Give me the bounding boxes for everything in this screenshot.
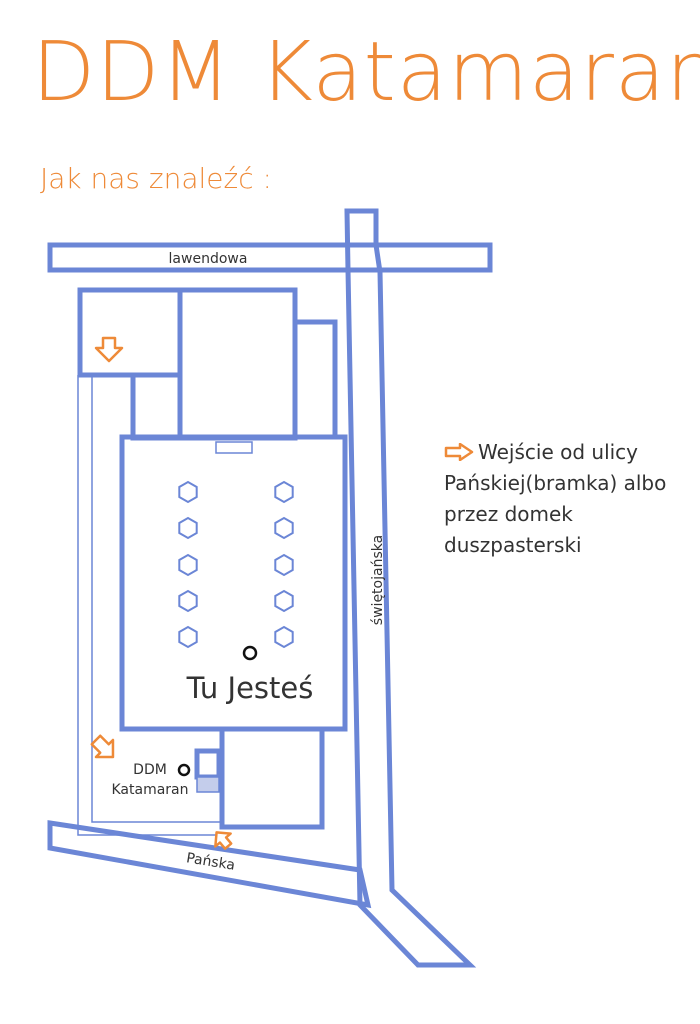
ddm-location-icon [177, 763, 191, 777]
arrow-down-icon [94, 336, 124, 363]
street-panska [47, 820, 372, 909]
building-northwest [77, 287, 183, 378]
building-north [177, 287, 298, 441]
hexagon-icon [178, 625, 198, 649]
you-are-here-label: Tu Jesteś [186, 671, 314, 705]
page-subtitle: Jak nas znaleźć : [40, 162, 272, 195]
courtyard-outline [77, 375, 222, 836]
page-title: DDM Katamaran [32, 25, 700, 120]
courtyard-inner-outline [91, 375, 222, 823]
building-northeast [292, 319, 338, 440]
street-lawendowa [47, 242, 493, 273]
legend: Wejście od ulicy Pańskiej(bramka) albo p… [444, 437, 692, 561]
building-connector [130, 372, 183, 441]
hexagon-icon [178, 589, 198, 613]
street-swietojanska [344, 208, 477, 968]
altar [215, 441, 253, 454]
hexagon-icon [178, 553, 198, 577]
ddm-stairs [196, 776, 220, 793]
hexagon-icon [274, 480, 294, 504]
hexagon-icon [274, 516, 294, 540]
street-label-panska: Pańska [185, 850, 236, 873]
location-circle-icon [242, 645, 258, 661]
street-label-swietojanska: świętojańska [370, 535, 386, 625]
street-label-lawendowa: lawendowa [169, 251, 248, 267]
hexagon-icon [178, 516, 198, 540]
hexagon-icon [274, 553, 294, 577]
hexagon-icon [274, 589, 294, 613]
ddm-label-line2: Katamaran [111, 782, 188, 798]
building-southeast [219, 726, 325, 830]
hexagon-icon [178, 480, 198, 504]
legend-text: Wejście od ulicy Pańskiej(bramka) albo p… [444, 440, 667, 557]
arrow-right-icon [444, 443, 474, 461]
arrow-up-icon [214, 831, 233, 850]
hexagon-icon [274, 625, 294, 649]
building-ddm [194, 748, 222, 780]
ddm-label-line1: DDM [133, 762, 167, 778]
arrow-diagonal-icon [90, 734, 115, 759]
